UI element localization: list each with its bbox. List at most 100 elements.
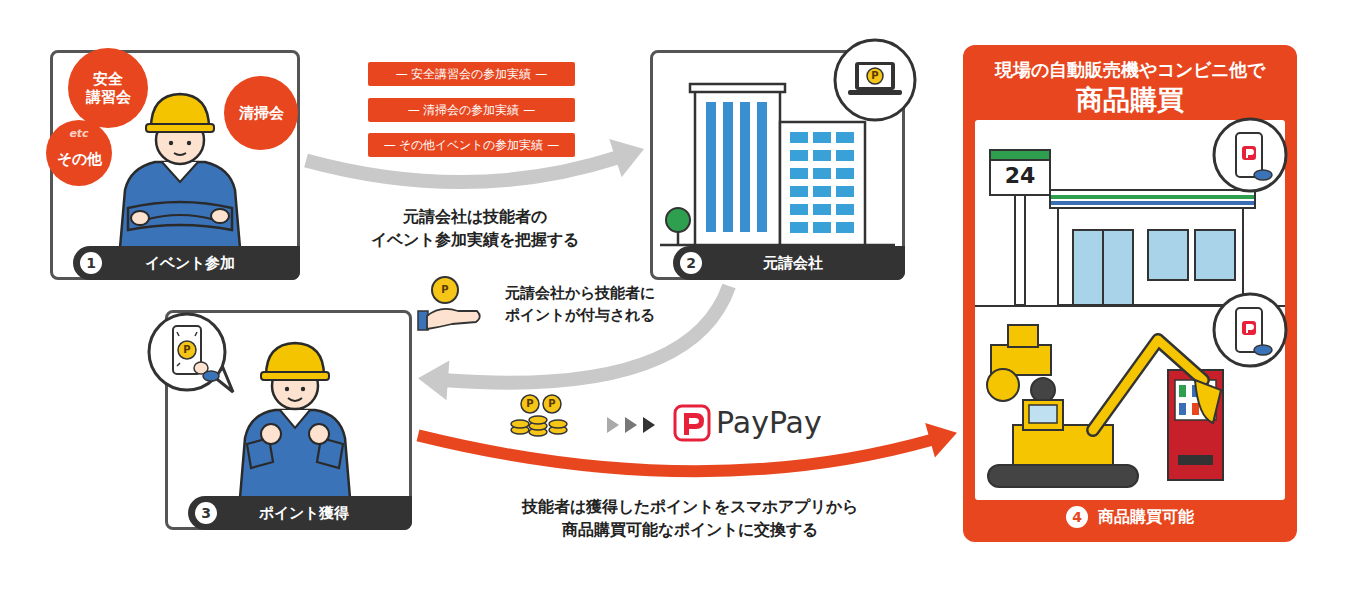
coin-pile-icon [511, 395, 567, 436]
edge-label: 技能者は獲得したポイントをスマホアプリから 商品購買可能なポイントに交換する [500, 495, 880, 541]
worker-illustration [261, 424, 281, 444]
building-illustration [723, 102, 733, 232]
step-panel: 2元請会社P [650, 50, 905, 280]
store-site-illustration [990, 150, 1050, 195]
store-site-illustration [1179, 403, 1186, 415]
store-site-illustration [1023, 400, 1063, 430]
arrow-line [306, 157, 617, 182]
store-site-illustration [1073, 230, 1133, 305]
paypay-logo-mark [675, 406, 709, 440]
step-panel: 1イベント参加安全 講習会清掃会その他etc [50, 50, 300, 280]
panel-heading: 現場の自動販売機やコンビニ他で [963, 57, 1297, 83]
building-illustration [835, 40, 915, 120]
node-text: 清掃会 [239, 104, 284, 122]
record-tag: — 清掃会の参加実績 — [368, 98, 575, 122]
store-site-illustration [1195, 230, 1235, 280]
worker-illustration [146, 124, 214, 132]
building-illustration [790, 222, 808, 233]
building-illustration [813, 222, 831, 233]
store-site-illustration [987, 369, 1019, 401]
step-label: 元請会社 [702, 254, 905, 273]
building-illustration [740, 102, 750, 232]
building-illustration [813, 204, 831, 215]
store-site-illustration [1192, 403, 1199, 415]
point-mark: P [542, 394, 562, 414]
point-mark: P [520, 394, 540, 414]
building-illustration [836, 168, 854, 179]
step-label: 商品購買可能 [1098, 507, 1194, 528]
building-illustration [790, 186, 808, 197]
building-illustration [690, 84, 785, 92]
store-site-illustration [1093, 340, 1203, 430]
store-site-illustration [1168, 370, 1223, 480]
worker-illustration [309, 424, 329, 444]
building-illustration [813, 168, 831, 179]
worker-illustration [203, 371, 219, 381]
building-illustration [695, 90, 780, 245]
flow-arrow [418, 286, 729, 400]
store-site-illustration [990, 150, 1050, 160]
building-illustration [836, 222, 854, 233]
edge-label: 元請会社は技能者の イベント参加実績を把握する [325, 205, 625, 251]
step-label-pill: 1イベント参加 [73, 246, 300, 280]
worker-illustration [187, 141, 191, 145]
building-illustration [790, 132, 854, 233]
arrow-head [418, 360, 449, 400]
store-site-illustration [1102, 230, 1104, 305]
building-illustration [836, 132, 854, 143]
node-text: — 安全講習会の参加実績 — [368, 62, 575, 86]
worker-illustration [285, 387, 289, 391]
worker-illustration [120, 162, 240, 248]
coin-pile-icon [543, 395, 561, 413]
point-mark: P [177, 340, 197, 360]
store-site-illustration [1246, 324, 1254, 333]
building-illustration [848, 90, 902, 95]
callout-number: 3 [195, 502, 217, 524]
callout-number: 4 [1066, 506, 1088, 528]
worker-illustration [151, 94, 209, 128]
store-site-illustration [963, 45, 1297, 542]
store-site-illustration [1214, 119, 1286, 191]
triple-triangle [625, 417, 637, 433]
building-illustration [813, 150, 831, 161]
store-site-illustration [1148, 230, 1188, 280]
store-site-illustration [1195, 380, 1221, 423]
store-site-illustration [1051, 201, 1254, 205]
store-site-illustration [1242, 321, 1256, 335]
record-tag: — 安全講習会の参加実績 — [368, 62, 575, 86]
step-panel: 3ポイント獲得 P [165, 310, 412, 530]
event-circle: 安全 講習会 [68, 48, 148, 128]
node-text: — その他イベントの参加実績 — [368, 133, 575, 157]
store-site-illustration [1051, 195, 1254, 199]
step-label-pill: 3ポイント獲得 [188, 496, 412, 530]
building-illustration [790, 132, 808, 143]
event-circle: 清掃会 [224, 76, 298, 150]
store-site-illustration [1179, 385, 1186, 397]
store-site-illustration [1254, 170, 1272, 180]
node-text: その他 [57, 150, 102, 168]
node-text: — 清掃会の参加実績 — [368, 98, 575, 122]
worker-illustration [280, 410, 310, 428]
record-tag: — その他イベントの参加実績 — [368, 133, 575, 157]
node-text: 安全 講習会 [76, 70, 140, 106]
coin-pile-icon [549, 420, 567, 428]
point-mark: P [435, 280, 455, 300]
store-site-illustration [1029, 405, 1057, 423]
result-panel: 現場の自動販売機やコンビニ他で商品購買 4 商品購買可能 24 [963, 45, 1297, 542]
store-site-illustration [975, 120, 1285, 500]
step-label: ポイント獲得 [217, 504, 412, 523]
store-sign-number: 24 [990, 161, 1050, 191]
step-label-pill: 2元請会社 [673, 246, 905, 280]
store-site-illustration [1246, 149, 1254, 158]
panel-heading: 商品購買 [963, 83, 1297, 117]
building-illustration [790, 150, 808, 161]
worker-illustration [177, 332, 197, 366]
arrow-head [609, 139, 644, 177]
arrow-line [418, 435, 932, 471]
worker-illustration [178, 341, 196, 359]
worker-illustration [149, 314, 225, 390]
store-site-illustration [1214, 294, 1286, 366]
worker-illustration [301, 387, 305, 391]
worker-illustration [211, 209, 229, 223]
hand-coin-icon [418, 277, 480, 330]
